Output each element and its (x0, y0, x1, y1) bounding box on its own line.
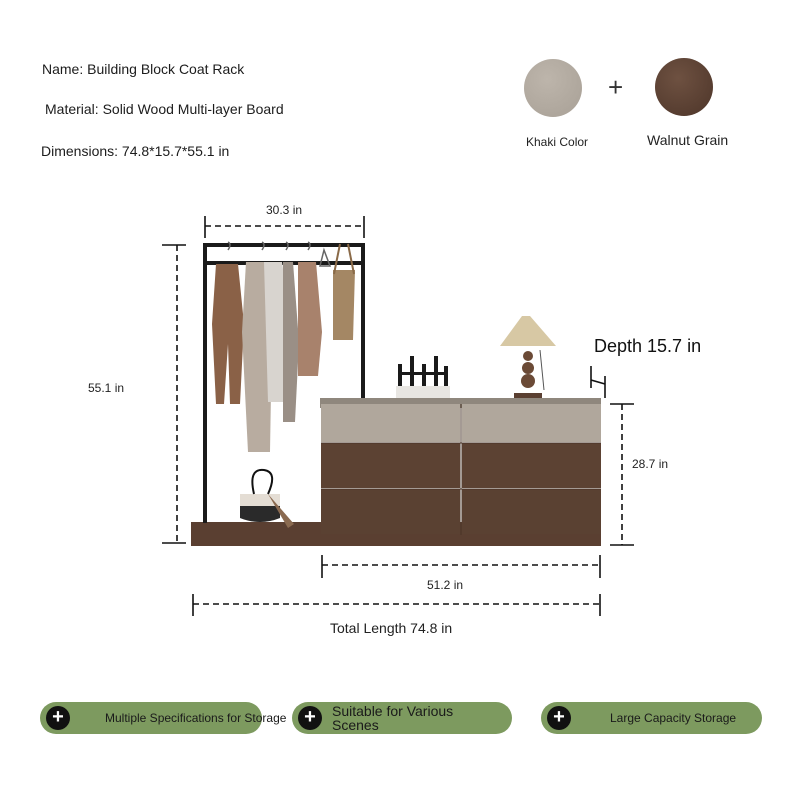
feature-pill-specifications: + Multiple Specifications for Storage (40, 702, 286, 734)
hangers (227, 241, 332, 267)
cabinet-width-label: 51.2 in (427, 578, 464, 592)
drawer-cabinet (320, 398, 601, 535)
product-dimensions: Dimensions: 74.8*15.7*55.1 in (41, 143, 230, 159)
height-label: 55.1 in (88, 381, 125, 395)
khaki-color-label: Khaki Color (526, 135, 589, 149)
total-length-label: Total Length 74.8 in (330, 620, 453, 636)
khaki-color-swatch (524, 59, 582, 117)
product-name: Name: Building Block Coat Rack (42, 61, 245, 77)
feature-pill-capacity: + Large Capacity Storage (541, 702, 762, 734)
cabinet-height-label: 28.7 in (632, 457, 669, 471)
storage-basket (240, 468, 294, 528)
depth-label: Depth 15.7 in (594, 336, 702, 356)
dimension-lines (162, 216, 634, 616)
product-material: Material: Solid Wood Multi-layer Board (45, 101, 284, 117)
table-lamp (500, 316, 556, 398)
feature-label: Large Capacity Storage (610, 711, 737, 725)
feature-pill-scenes: + Suitable for Various Scenes (292, 702, 512, 734)
plus-icon: + (608, 72, 624, 102)
feature-label: Suitable for Various Scenes (332, 703, 454, 733)
candle-holder-decor (396, 356, 450, 398)
walnut-grain-swatch (655, 58, 713, 116)
feature-label: Multiple Specifications for Storage (105, 711, 287, 725)
plus-circle-icon: + (298, 706, 322, 730)
rack-width-label: 30.3 in (266, 203, 303, 217)
plus-circle-icon: + (46, 706, 70, 730)
plus-circle-icon: + (547, 706, 571, 730)
hanging-clothes (212, 243, 355, 452)
walnut-grain-label: Walnut Grain (647, 132, 729, 148)
